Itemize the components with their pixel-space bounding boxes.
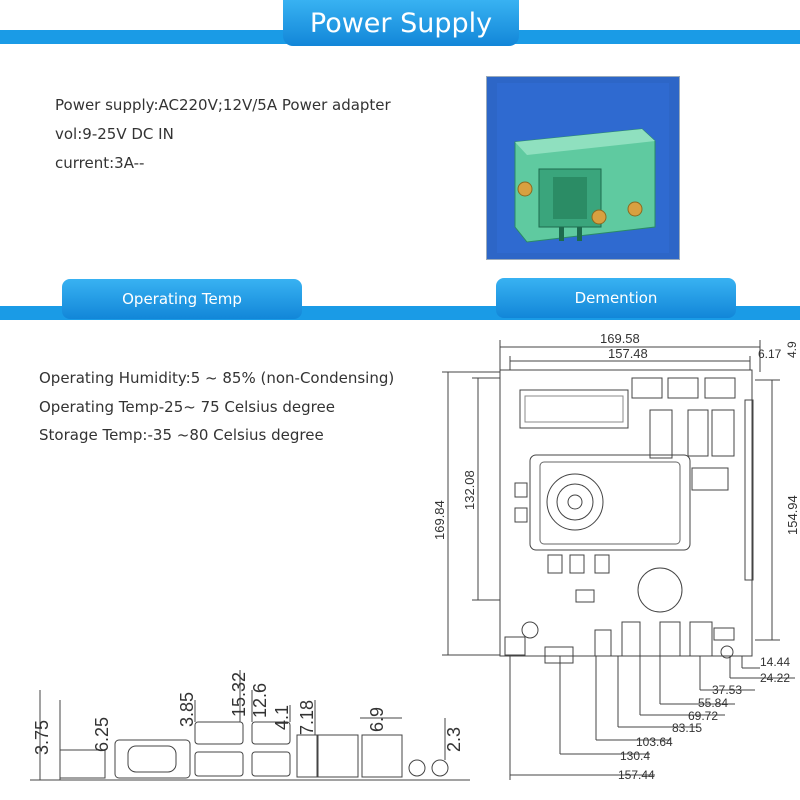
dimension-tab: Demention — [496, 278, 736, 318]
power-spec-line-2: vol:9-25V DC IN — [55, 125, 174, 143]
dim-bottom-5: 69.72 — [688, 709, 718, 723]
dim-bottom-1: 14.44 — [760, 655, 790, 669]
dim-top-right-b: 4.9 — [785, 341, 799, 358]
storage-temp-line: Storage Temp:-35 ~80 Celsius degree — [39, 426, 324, 444]
power-spec-line-1: Power supply:AC220V;12V/5A Power adapter — [55, 96, 391, 114]
dim-side-2: 6.25 — [92, 717, 112, 752]
dim-side-1: 3.75 — [32, 720, 52, 755]
dim-side-3: 3.85 — [177, 692, 197, 727]
power-connector-image — [486, 76, 680, 260]
dim-left-overall: 169.84 — [432, 500, 447, 540]
dim-side-6: 4.1 — [272, 705, 292, 730]
humidity-line: Operating Humidity:5 ~ 85% (non-Condensi… — [39, 369, 395, 387]
dim-side-8: 6.9 — [367, 707, 387, 732]
dim-side-5: 12.6 — [250, 683, 270, 718]
dim-bottom-3: 37.53 — [712, 683, 742, 697]
dim-bottom-7: 103.64 — [636, 735, 673, 749]
dim-top-right-a: 6.17 — [758, 347, 782, 361]
dim-bottom-4: 55.84 — [698, 696, 728, 710]
power-supply-tab: Power Supply — [283, 0, 519, 46]
dim-top-holes: 157.48 — [608, 346, 648, 361]
dim-side-4: 15.32 — [229, 672, 249, 717]
dim-bottom-8: 130.4 — [620, 749, 650, 763]
dim-side-9: 2.3 — [444, 727, 464, 752]
dim-right-height: 154.94 — [785, 495, 800, 535]
power-spec-line-3: current:3A-- — [55, 154, 145, 172]
operating-temp-line: Operating Temp-25~ 75 Celsius degree — [39, 398, 335, 416]
dim-bottom-6: 83.15 — [672, 721, 702, 735]
dim-side-7: 7.18 — [297, 700, 317, 735]
operating-temp-tab: Operating Temp — [62, 279, 302, 319]
dim-bottom-2: 24.22 — [760, 671, 790, 685]
dim-top-overall: 169.58 — [600, 331, 640, 346]
terminal-block-drawing — [497, 83, 669, 253]
dim-bottom-9: 157.44 — [618, 768, 655, 782]
dim-left-holes: 132.08 — [462, 470, 477, 510]
